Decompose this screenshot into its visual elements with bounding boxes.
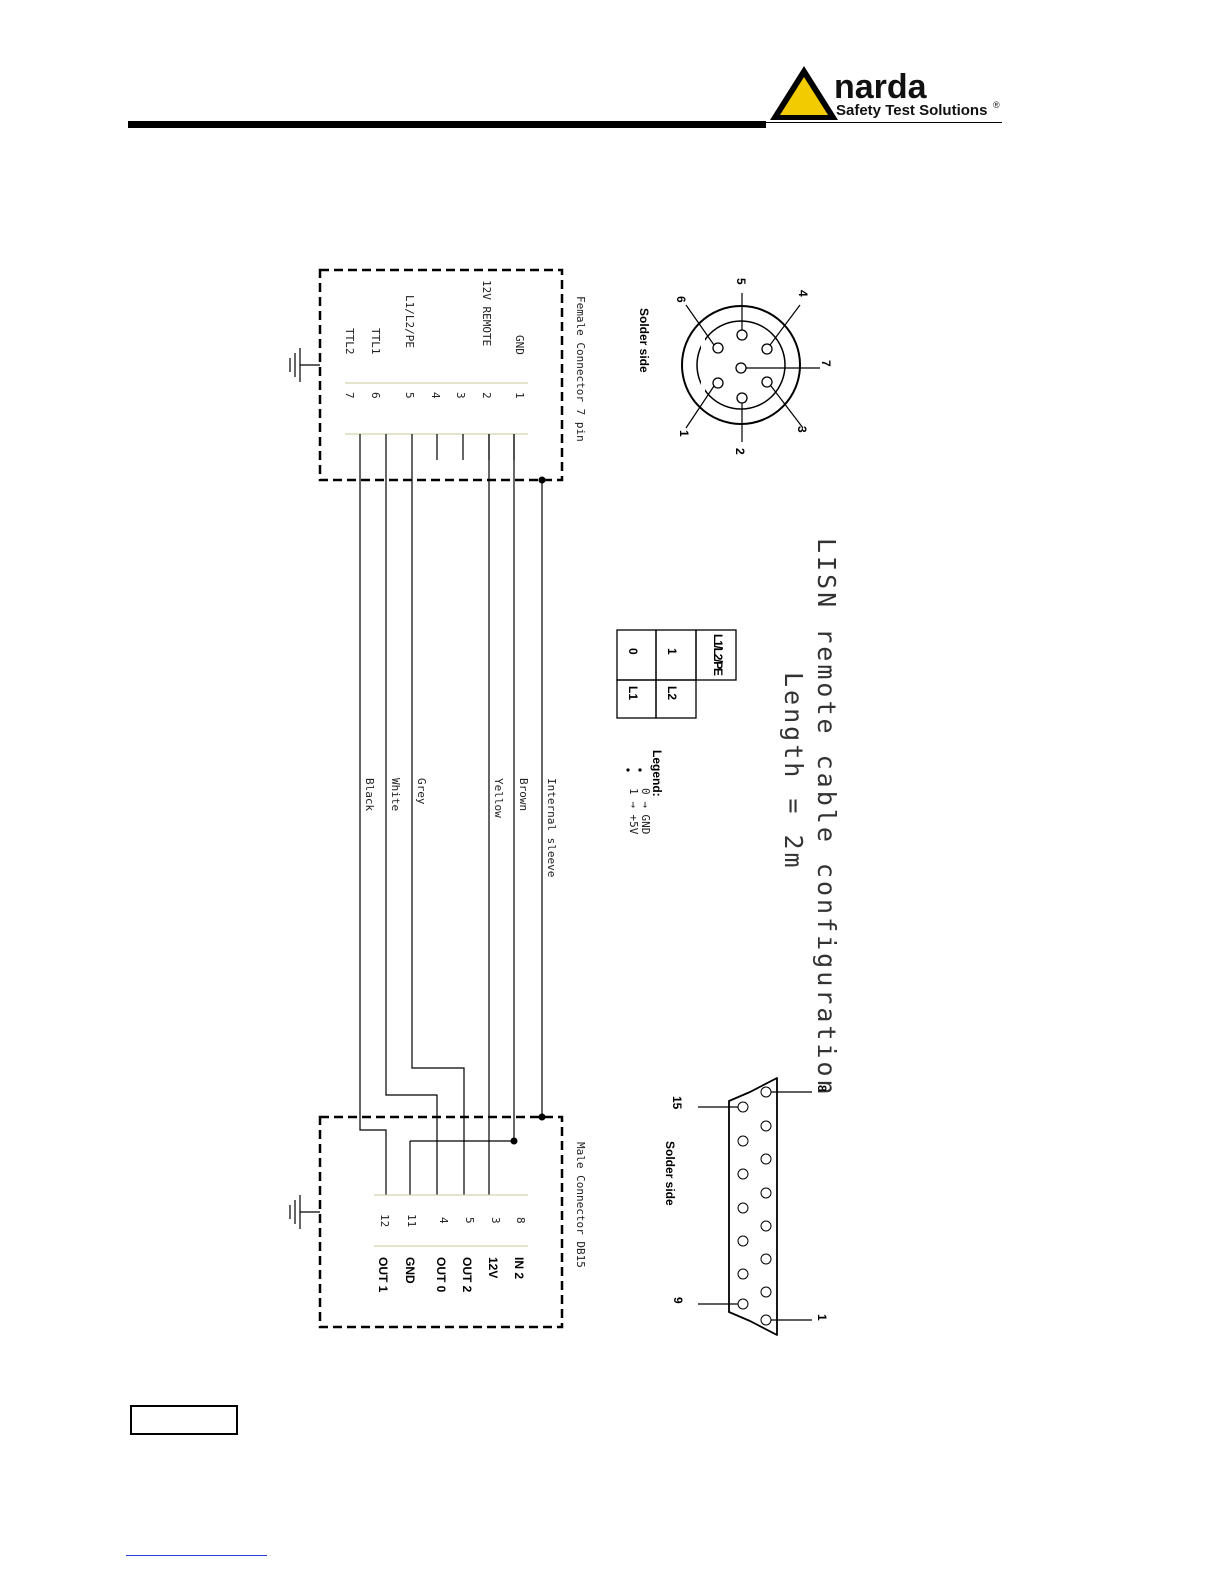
truth-table-key: 1: [665, 648, 679, 655]
logo-brand: narda: [834, 68, 928, 106]
male-pin-signals: IN 2 12V OUT 2 OUT 0 GND OUT 1: [376, 1257, 526, 1293]
male-pin-number: 8: [514, 1217, 527, 1224]
circular-pin-number: 1: [677, 430, 691, 437]
male-pin-signal: OUT 2: [460, 1257, 474, 1293]
female-pin-stubs: [436, 434, 515, 460]
truth-table-value: L1: [626, 686, 640, 700]
female-pin-number: 1: [513, 392, 526, 399]
wire-grey: [411, 434, 465, 1195]
male-pin-signal: OUT 1: [376, 1257, 390, 1293]
db15-connector-icon: [698, 1077, 812, 1336]
circular-pin-number: 4: [796, 290, 810, 297]
male-pin-signal: IN 2: [512, 1257, 526, 1279]
wire-label-black: Black: [363, 778, 376, 811]
db15-pin-number: 9: [671, 1297, 685, 1304]
female-pin-signal: L1/L2/PE: [403, 295, 416, 348]
header-rule: [128, 121, 766, 128]
page-number-box: [130, 1405, 238, 1435]
male-pin-signal: OUT 0: [434, 1257, 448, 1293]
wire-label-internal-sleeve: Internal sleeve: [545, 778, 558, 877]
female-pin-number: 7: [343, 392, 356, 399]
female-pin-signal: TTL1: [369, 328, 382, 355]
truth-table-key: 0: [626, 648, 640, 655]
male-pin-signal: 12V: [486, 1257, 500, 1278]
male-pin-number: 5: [463, 1217, 476, 1224]
circular-pin-number: 2: [733, 448, 747, 455]
female-pin-numbers: 1 2 3 4 5 6 7: [343, 392, 526, 399]
legend: Legend: 0 → GND 1 → +5V: [626, 750, 664, 835]
logo-registered-mark: ®: [993, 100, 1000, 110]
male-connector-label: Male Connector DB15: [574, 1142, 587, 1268]
diagram-title: LISN remote cable configuration: [812, 538, 841, 1098]
wire-internal-sleeve: [538, 476, 546, 1121]
narda-logo: narda Safety Test Solutions ®: [770, 66, 1000, 120]
circular-pin-number: 5: [734, 278, 748, 285]
male-pin-number: 12: [378, 1214, 391, 1227]
male-pin-numbers: 8 3 5 4 11 12: [378, 1214, 527, 1227]
wire-label-grey: Grey: [415, 778, 428, 805]
diagram-length: Length = 2m: [779, 672, 808, 871]
wire-brown: [409, 434, 518, 1195]
warning-triangle-icon: [770, 66, 838, 120]
wire-label-yellow: Yellow: [492, 778, 505, 818]
male-pin-number: 11: [405, 1214, 418, 1227]
ground-symbol-icon: [289, 1195, 320, 1229]
male-connector-box: [318, 1115, 564, 1329]
wire-white: [385, 434, 438, 1195]
footer-link-rule: [126, 1555, 267, 1556]
female-pin-number: 3: [454, 392, 467, 399]
female-pin-number: 5: [403, 392, 416, 399]
female-connector-label: Female Connector 7 pin: [574, 296, 587, 442]
db15-pin-number: 8: [815, 1085, 829, 1092]
male-pin-number: 3: [489, 1217, 502, 1224]
db15-solder-side-label: Solder side: [663, 1141, 677, 1206]
female-pin-number: 6: [369, 392, 382, 399]
truth-table-value: L2: [665, 686, 679, 700]
db15-pin-number: 15: [670, 1096, 684, 1110]
female-connector-box: [318, 268, 564, 482]
female-pin-number: 2: [480, 392, 493, 399]
legend-title: Legend:: [650, 750, 664, 797]
db15-pin-number: 1: [815, 1314, 829, 1321]
circular-solder-side-label: Solder side: [637, 308, 651, 373]
truth-table: L1/L2/PE 1 L2 0 L1: [616, 629, 737, 719]
circular-pin-number: 3: [795, 426, 809, 433]
circular-connector-icon: [681, 293, 820, 442]
wire-label-white: White: [389, 778, 402, 811]
female-pin-signal: GND: [513, 335, 526, 355]
female-pin-signal: 12V REMOTE: [480, 280, 493, 346]
logo-tagline: Safety Test Solutions: [836, 102, 987, 119]
truth-table-header: L1/L2/PE: [711, 634, 725, 676]
male-pin-signal: GND: [403, 1257, 417, 1284]
wire-labels: Internal sleeve Brown Yellow Grey White …: [363, 778, 558, 877]
male-pin-number: 4: [437, 1217, 450, 1224]
female-pin-signals: GND 12V REMOTE L1/L2/PE TTL1 TTL2: [343, 280, 526, 355]
wire-black: [359, 434, 387, 1195]
wire-label-brown: Brown: [517, 778, 530, 811]
circular-pin-numbers: 1 2 3 4 5 6 7: [674, 278, 833, 455]
db15-pin-numbers: 8 15 1 9: [670, 1085, 829, 1321]
header-rule-thin: [766, 122, 1002, 123]
female-pin-signal: TTL2: [343, 328, 356, 355]
circular-pin-number: 6: [674, 296, 688, 303]
circular-pin-number: 7: [819, 360, 833, 367]
legend-item: 0 → GND: [639, 788, 652, 834]
legend-item: 1 → +5V: [627, 788, 640, 835]
female-pin-number: 4: [429, 392, 442, 399]
ground-symbol-icon: [289, 348, 320, 382]
